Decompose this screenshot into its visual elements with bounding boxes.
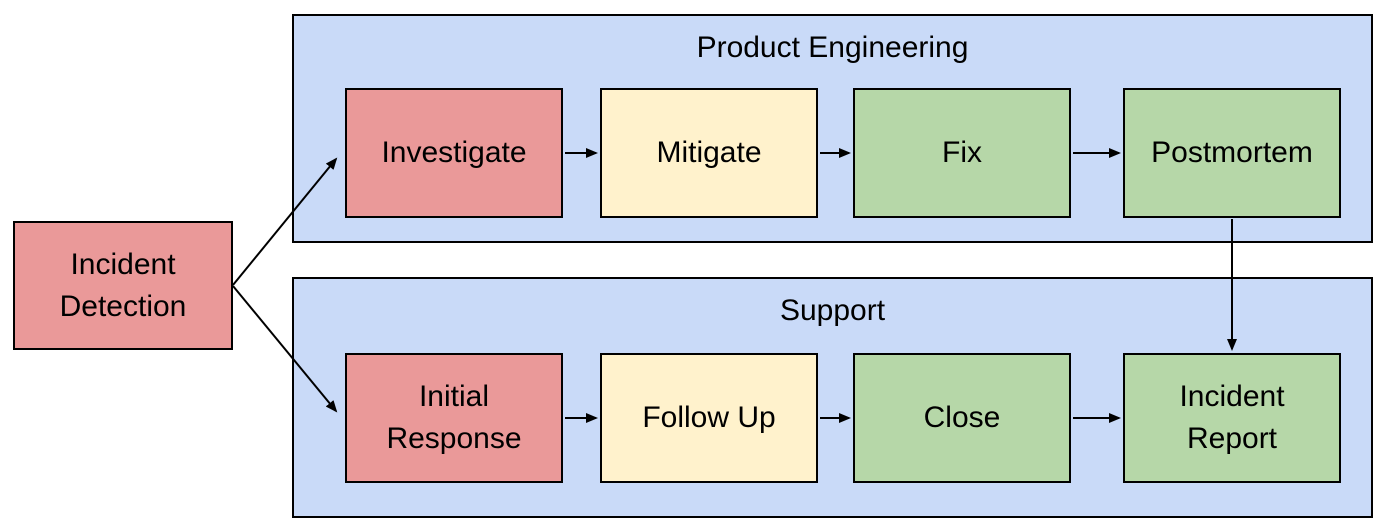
- node-mitigate: Mitigate: [600, 88, 818, 218]
- node-postmortem: Postmortem: [1123, 88, 1341, 218]
- node-follow-up: Follow Up: [600, 353, 818, 483]
- node-fix: Fix: [853, 88, 1071, 218]
- node-investigate: Investigate: [345, 88, 563, 218]
- node-incident-report: Incident Report: [1123, 353, 1341, 483]
- lane-title-product-engineering: Product Engineering: [696, 31, 969, 64]
- node-incident-detection: Incident Detection: [13, 221, 233, 350]
- lane-title-support: Support: [779, 294, 886, 327]
- node-close: Close: [853, 353, 1071, 483]
- node-initial-response: Initial Response: [345, 353, 563, 483]
